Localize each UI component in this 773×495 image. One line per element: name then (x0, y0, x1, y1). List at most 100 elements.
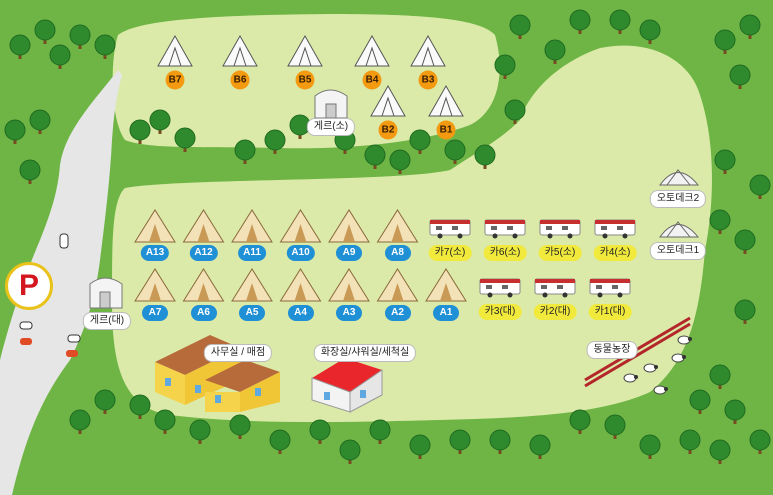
caravan-large-3[interactable]: 카3(대) (478, 304, 522, 320)
tree (174, 127, 196, 152)
tree (569, 9, 591, 34)
tent-a10[interactable]: A10 (286, 245, 315, 261)
tent-a1-shape (425, 268, 467, 302)
tent-b3[interactable]: B3 (418, 70, 438, 90)
tree (289, 114, 311, 139)
tent-a1[interactable]: A1 (433, 305, 459, 321)
caravan-large-1[interactable]: 카1(대) (588, 304, 632, 320)
tent-b6[interactable]: B6 (230, 70, 250, 90)
tree (409, 434, 431, 459)
caravan-small-0-shape (429, 219, 471, 239)
tent-b5[interactable]: B5 (295, 70, 315, 90)
tree (189, 419, 211, 444)
caravan-small-5[interactable]: 카5(소) (538, 245, 582, 261)
tent-a9[interactable]: A9 (336, 245, 362, 261)
tent-b2[interactable]: B2 (378, 120, 398, 140)
tent-a13[interactable]: A13 (140, 245, 170, 261)
tent-b4[interactable]: B4 (362, 70, 382, 90)
caravan-small-7[interactable]: 카7(소) (428, 245, 472, 261)
tree (734, 229, 756, 254)
caravan-small-1-shape (484, 219, 526, 239)
tree (739, 14, 761, 39)
tree (714, 149, 736, 174)
sheep (623, 373, 638, 383)
road-car (19, 321, 33, 330)
tent-a11[interactable]: A11 (238, 245, 266, 261)
tent-a11-shape (231, 209, 273, 243)
tree (444, 139, 466, 164)
tent-a4-shape (279, 268, 322, 302)
sheep (653, 385, 668, 395)
auto-deck-1[interactable]: 오토데크1 (649, 242, 707, 260)
tree (729, 64, 751, 89)
caravan-small-4[interactable]: 카4(소) (593, 245, 637, 261)
tent-b7[interactable]: B7 (165, 70, 185, 90)
office-store[interactable]: 사무실 / 매점 (203, 344, 273, 362)
auto-deck-2-dome (659, 169, 700, 186)
tent-a5[interactable]: A5 (239, 305, 265, 321)
tent-b3-shape (410, 34, 446, 67)
tree (749, 174, 771, 199)
animal-farm[interactable]: 동물농장 (586, 341, 638, 359)
tent-a8-shape (376, 209, 419, 243)
tree (709, 439, 731, 464)
tree (129, 394, 151, 419)
tree (489, 429, 511, 454)
tent-a6[interactable]: A6 (190, 305, 217, 321)
tree (734, 299, 756, 324)
tent-b1[interactable]: B1 (436, 120, 456, 140)
tent-a12-shape (182, 209, 225, 243)
caravan-small-2-shape (539, 219, 581, 239)
tree (749, 429, 771, 454)
tree (714, 29, 736, 54)
tent-a3-shape (328, 268, 370, 302)
tree (529, 434, 551, 459)
restroom-building (311, 358, 383, 413)
tent-b6-shape (222, 34, 258, 67)
tent-b5-shape (287, 34, 323, 67)
tree (94, 389, 116, 414)
restroom-shower[interactable]: 화장실/샤워실/세척실 (313, 344, 417, 362)
tree (154, 409, 176, 434)
tree (639, 434, 661, 459)
tree (474, 144, 496, 169)
tent-a3[interactable]: A3 (336, 305, 362, 321)
tent-a12[interactable]: A12 (189, 245, 218, 261)
ger-small[interactable]: 게르(소) (306, 118, 356, 136)
tent-b4-shape (354, 34, 390, 67)
tent-a8[interactable]: A8 (384, 245, 411, 261)
tent-a4[interactable]: A4 (287, 305, 314, 321)
road-car (66, 350, 78, 357)
auto-deck-2[interactable]: 오토데크2 (649, 190, 707, 208)
tree (149, 109, 171, 134)
tree (229, 414, 251, 439)
tree (234, 139, 256, 164)
parking-sign: P (5, 262, 53, 310)
tree (94, 34, 116, 59)
tent-a13-shape (134, 209, 176, 243)
tree (4, 119, 26, 144)
tree (509, 14, 531, 39)
tree (269, 429, 291, 454)
tree (364, 144, 386, 169)
tent-a7[interactable]: A7 (142, 305, 168, 321)
tent-a5-shape (231, 268, 273, 302)
tree (339, 439, 361, 464)
tree (129, 119, 151, 144)
tent-a2[interactable]: A2 (384, 305, 411, 321)
caravan-large-1-shape (534, 278, 576, 298)
sheep (671, 353, 686, 363)
caravan-large-2[interactable]: 카2(대) (533, 304, 577, 320)
ger-large-building (89, 277, 123, 309)
caravan-small-6[interactable]: 카6(소) (483, 245, 527, 261)
ger-small-building (314, 89, 348, 119)
tree (724, 399, 746, 424)
tree (689, 389, 711, 414)
tent-a7-shape (134, 268, 176, 302)
tree (709, 364, 731, 389)
ger-large[interactable]: 게르(대) (82, 312, 132, 330)
tent-a9-shape (328, 209, 370, 243)
tree (504, 99, 526, 124)
